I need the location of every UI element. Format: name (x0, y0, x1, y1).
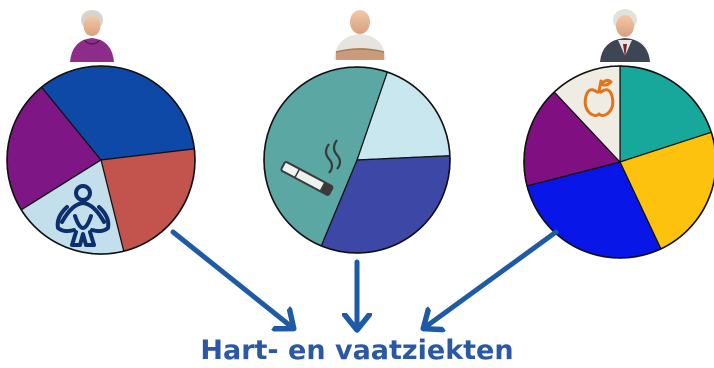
person-photo-man-in-suit (598, 7, 652, 62)
person-photo-bald-man (333, 6, 387, 62)
person-photo-elderly-woman (67, 10, 117, 62)
arrow-right-to-caption (424, 229, 559, 328)
apple-icon (583, 78, 615, 117)
pie-chart-left (6, 65, 196, 255)
overweight-person-icon (55, 184, 111, 247)
arrows (170, 229, 559, 329)
pie-right-outline (523, 65, 714, 259)
caption-heart-and-vascular-disease: Hart- en vaatziekten (200, 335, 514, 366)
cigarette-icon (280, 139, 342, 196)
pie-chart-right (523, 65, 714, 259)
pie-left-outline (6, 65, 196, 255)
pie-chart-middle (263, 66, 451, 254)
pie-middle-outline (263, 66, 451, 254)
arrow-left-to-caption (170, 229, 293, 328)
